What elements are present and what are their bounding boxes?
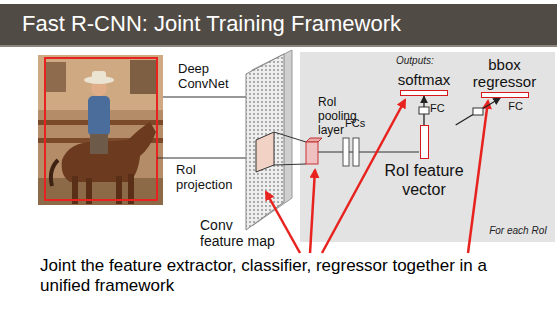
layer-name: softmax bbox=[393, 71, 455, 88]
input-photo bbox=[38, 55, 163, 205]
roi-box bbox=[45, 58, 157, 200]
fc-line bbox=[359, 152, 419, 153]
edge-label: FC bbox=[508, 100, 523, 113]
layer-name: RoI feature vector bbox=[380, 161, 468, 199]
edge-label: FC bbox=[430, 102, 445, 115]
part-label: Conv feature map bbox=[200, 217, 280, 249]
connector bbox=[456, 98, 501, 125]
part-label: FCs bbox=[345, 117, 373, 130]
roi-on-map bbox=[256, 132, 274, 172]
part-label: RoI pooling layer bbox=[318, 96, 364, 137]
pool-line bbox=[274, 132, 306, 142]
title-band bbox=[0, 4, 557, 45]
vector-bar bbox=[420, 125, 429, 159]
pool-cube-top bbox=[306, 138, 322, 142]
slide-title: Fast R-CNN: Joint Training Framework bbox=[22, 11, 401, 37]
projection-line bbox=[157, 157, 256, 158]
slide-caption: Joint the feature extractor, classifier,… bbox=[40, 256, 510, 296]
pool-line bbox=[274, 164, 306, 165]
fc-bar bbox=[343, 138, 349, 166]
feature-map bbox=[246, 54, 284, 230]
callout-arrow bbox=[468, 101, 488, 253]
part-label: Deep ConvNet bbox=[178, 62, 242, 92]
output-bar bbox=[400, 90, 448, 96]
part-label: RoI projection bbox=[176, 163, 242, 193]
feature-vector: RoI feature vector bbox=[380, 125, 468, 199]
fc-line bbox=[318, 152, 343, 153]
callout-arrow bbox=[310, 170, 315, 253]
output-bar bbox=[481, 92, 529, 98]
fc-bar bbox=[353, 138, 359, 166]
output-layer: softmax bbox=[393, 71, 455, 96]
title-rule bbox=[0, 45, 557, 47]
output-layer: bbox regressor bbox=[462, 56, 547, 98]
fc-layer-box bbox=[419, 107, 429, 114]
fc-layer-box bbox=[473, 108, 483, 115]
output-panel: Outputs: For each RoI softmax bbox regresso… bbox=[300, 52, 555, 242]
pool-cube bbox=[306, 142, 318, 164]
panel-note: For each RoI bbox=[489, 225, 547, 237]
layer-name: bbox regressor bbox=[462, 56, 547, 90]
fc-line bbox=[349, 152, 353, 153]
output-panel-ground bbox=[300, 52, 555, 242]
panel-note: Outputs: bbox=[396, 55, 434, 67]
convnet-line bbox=[163, 96, 246, 97]
